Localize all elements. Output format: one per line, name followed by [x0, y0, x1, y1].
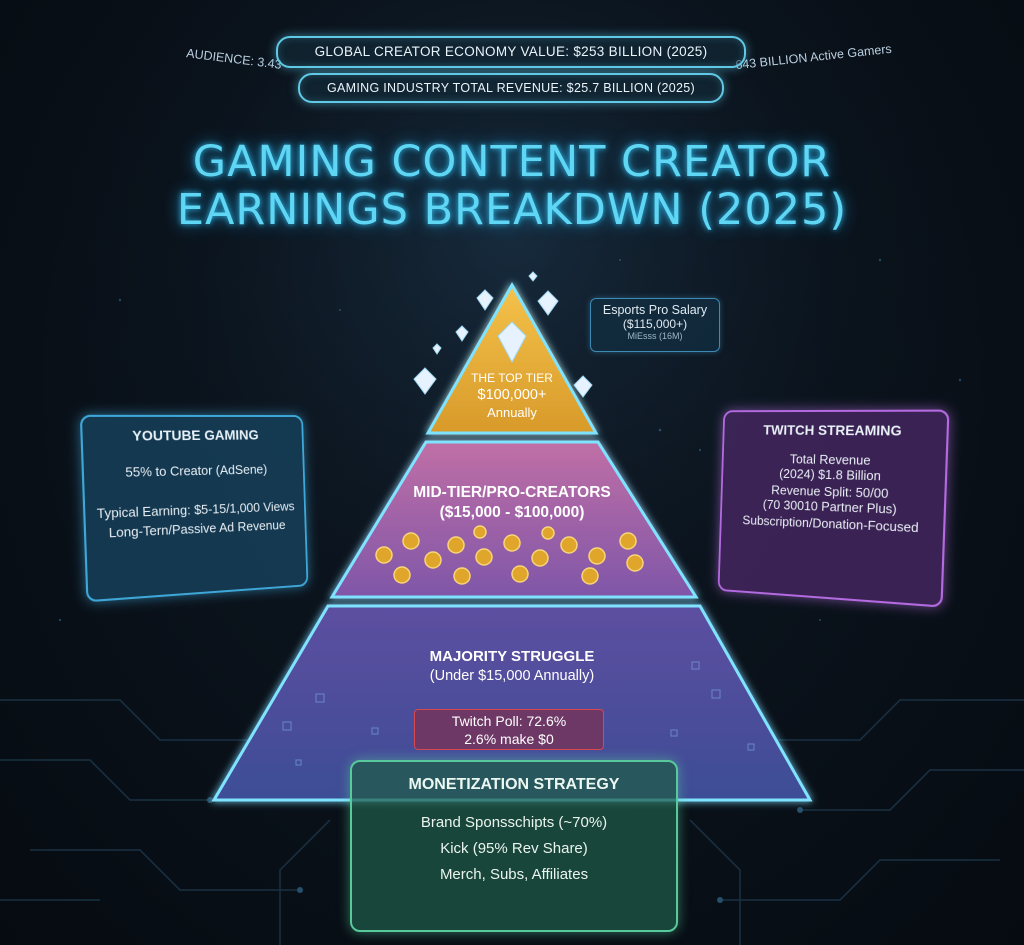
- monetization-item-2: Kick (95% Rev Share): [352, 840, 676, 857]
- esports-salary-box: Esports Pro Salary ($115,000+) MiEsss (1…: [590, 298, 720, 352]
- twitch-title: TWITCH STREAMING: [724, 422, 947, 439]
- tier-bottom-range: (Under $15,000 Annually): [380, 668, 644, 684]
- tier-bottom: MAJORITY STRUGGLE (Under $15,000 Annuall…: [380, 648, 644, 684]
- youtube-title: YOUTUBE GAMING: [82, 427, 302, 445]
- youtube-split: 55% to Creator (AdSene): [84, 461, 303, 481]
- monetization-item-1: Brand Sponsschipts (~70%): [352, 814, 676, 831]
- tier-mid-range: ($15,000 - $100,000): [380, 504, 644, 522]
- twitch-streaming-panel: TWITCH STREAMING Total Revenue (2024) $1…: [718, 410, 950, 608]
- tier-top: THE TOP TIER $100,000+ Annually: [450, 370, 574, 421]
- tier-mid-name: MID-TIER/PRO-CREATORS: [380, 484, 644, 502]
- tier-bottom-name: MAJORITY STRUGGLE: [380, 648, 644, 665]
- youtube-gaming-panel: YOUTUBE GAMING 55% to Creator (AdSene) T…: [80, 415, 309, 603]
- monetization-title: MONETIZATION STRATEGY: [352, 776, 676, 794]
- poll-line-1: Twitch Poll: 72.6%: [415, 712, 603, 730]
- tier-top-period: Annually: [450, 404, 574, 421]
- esports-line-3: MiEsss (16M): [591, 331, 719, 341]
- tier-mid: MID-TIER/PRO-CREATORS ($15,000 - $100,00…: [380, 484, 644, 522]
- monetization-item-3: Merch, Subs, Affiliates: [352, 866, 676, 883]
- esports-line-2: ($115,000+): [591, 317, 719, 331]
- esports-line-1: Esports Pro Salary: [591, 303, 719, 317]
- tier-top-name: THE TOP TIER: [450, 370, 574, 387]
- twitch-poll-box: Twitch Poll: 72.6% 2.6% make $0: [414, 709, 604, 750]
- monetization-strategy-panel: MONETIZATION STRATEGY Brand Sponsschipts…: [350, 760, 678, 932]
- poll-line-2: 2.6% make $0: [415, 730, 603, 748]
- tier-top-amount: $100,000+: [450, 387, 574, 404]
